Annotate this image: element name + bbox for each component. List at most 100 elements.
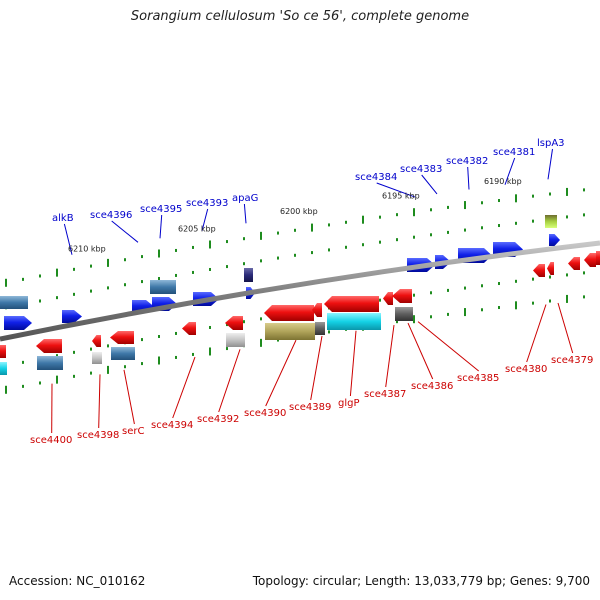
forward-gene-arrow bbox=[150, 280, 176, 294]
reverse-gene-label[interactable]: sce4400 bbox=[30, 435, 72, 446]
scale-tick bbox=[328, 248, 330, 252]
scale-tick bbox=[481, 201, 483, 205]
scale-tick bbox=[396, 320, 398, 324]
scale-tick bbox=[141, 280, 143, 284]
reverse-gene-label[interactable]: sce4385 bbox=[457, 373, 499, 384]
scale-tick bbox=[566, 273, 568, 277]
scale-tick bbox=[39, 381, 41, 385]
reverse-gene-label[interactable]: sce4380 bbox=[505, 364, 547, 375]
scale-tick bbox=[481, 284, 483, 288]
forward-label-leader bbox=[201, 208, 209, 231]
reverse-gene-label[interactable]: sce4379 bbox=[551, 355, 593, 366]
scale-tick bbox=[73, 292, 75, 296]
reverse-gene-label[interactable]: sce4386 bbox=[411, 381, 453, 392]
scale-tick bbox=[311, 251, 313, 255]
scale-tick bbox=[22, 384, 24, 388]
reverse-gene-arrow bbox=[596, 251, 600, 265]
scale-tick bbox=[90, 371, 92, 375]
scale-tick bbox=[566, 294, 568, 303]
reverse-gene-arrow bbox=[37, 356, 63, 370]
reverse-gene-label[interactable]: sce4390 bbox=[244, 408, 286, 419]
scale-tick bbox=[464, 201, 466, 210]
label-connectors bbox=[51, 148, 574, 434]
reverse-gene-arrow bbox=[182, 322, 196, 335]
scale-tick bbox=[464, 286, 466, 290]
scale-tick bbox=[192, 245, 194, 249]
forward-gene-label[interactable]: sce4383 bbox=[400, 164, 442, 175]
reverse-gene-arrow bbox=[324, 296, 379, 312]
forward-gene-label[interactable]: sce4381 bbox=[493, 147, 535, 158]
scale-tick bbox=[39, 274, 41, 278]
scale-tick bbox=[413, 293, 415, 297]
scale-tick bbox=[311, 223, 313, 232]
reverse-gene-arrow bbox=[392, 289, 412, 303]
scale-tick bbox=[22, 277, 24, 281]
reverse-gene-arrow bbox=[383, 292, 393, 305]
scale-tick bbox=[175, 248, 177, 252]
scale-tick bbox=[294, 228, 296, 232]
forward-gene-label[interactable]: lspA3 bbox=[537, 138, 565, 149]
reverse-gene-label[interactable]: serC bbox=[122, 426, 144, 437]
scale-tick bbox=[158, 356, 160, 365]
scale-tick bbox=[549, 275, 551, 279]
scale-tick bbox=[481, 226, 483, 230]
forward-label-leader bbox=[243, 203, 247, 224]
reverse-gene-arrow bbox=[0, 345, 6, 358]
reverse-gene-label[interactable]: sce4387 bbox=[364, 389, 406, 400]
forward-label-leader bbox=[63, 223, 73, 255]
scale-tick bbox=[583, 188, 585, 192]
forward-gene-label[interactable]: sce4384 bbox=[355, 172, 397, 183]
reverse-label-leader bbox=[557, 302, 574, 354]
scale-tick bbox=[549, 299, 551, 303]
forward-label-leader bbox=[159, 214, 163, 239]
scale-tick bbox=[141, 255, 143, 259]
scale-tick bbox=[515, 279, 517, 283]
scale-tick bbox=[90, 264, 92, 268]
reverse-gene-label[interactable]: sce4398 bbox=[77, 430, 119, 441]
forward-gene-label[interactable]: sce4395 bbox=[140, 204, 182, 215]
scale-tick bbox=[447, 205, 449, 209]
forward-gene-label[interactable]: alkB bbox=[52, 213, 74, 224]
scale-tick bbox=[328, 330, 330, 334]
scale-tick bbox=[532, 194, 534, 198]
scale-tick bbox=[158, 276, 160, 280]
scale-tick bbox=[532, 219, 534, 223]
scale-tick bbox=[396, 238, 398, 242]
scale-tick bbox=[260, 259, 262, 263]
scale-tick bbox=[464, 308, 466, 317]
scale-kbp-label: 6200 kbp bbox=[280, 207, 318, 216]
scale-ticks bbox=[5, 187, 585, 394]
forward-label-leader bbox=[467, 166, 470, 190]
scale-tick bbox=[396, 213, 398, 217]
scale-tick bbox=[379, 215, 381, 219]
forward-gene-label[interactable]: apaG bbox=[232, 193, 258, 204]
reverse-gene-arrow bbox=[568, 257, 580, 270]
forward-gene-label[interactable]: sce4382 bbox=[446, 156, 488, 167]
reverse-gene-label[interactable]: sce4392 bbox=[197, 414, 239, 425]
reverse-label-leader bbox=[123, 369, 135, 425]
scale-tick bbox=[90, 347, 92, 351]
scale-tick bbox=[209, 347, 211, 356]
reverse-gene-arrow bbox=[315, 322, 325, 335]
reverse-label-leader bbox=[349, 330, 357, 397]
reverse-gene-label[interactable]: sce4389 bbox=[289, 402, 331, 413]
forward-gene-label[interactable]: sce4393 bbox=[186, 198, 228, 209]
scale-tick bbox=[5, 385, 7, 394]
reverse-label-leader bbox=[172, 356, 196, 419]
scale-tick bbox=[532, 277, 534, 281]
reverse-gene-label[interactable]: glgP bbox=[338, 398, 360, 409]
scale-tick bbox=[566, 187, 568, 196]
scale-tick bbox=[124, 283, 126, 287]
genome-backbone bbox=[0, 240, 600, 342]
reverse-gene-label[interactable]: sce4394 bbox=[151, 420, 193, 431]
scale-tick bbox=[447, 288, 449, 292]
scale-tick bbox=[532, 301, 534, 305]
genome-summary-text: Topology: circular; Length: 13,033,779 b… bbox=[252, 574, 590, 588]
scale-tick bbox=[277, 231, 279, 235]
forward-gene-label[interactable]: sce4396 bbox=[90, 210, 132, 221]
scale-tick bbox=[243, 320, 245, 324]
scale-tick bbox=[430, 233, 432, 237]
forward-label-leader bbox=[547, 148, 553, 180]
